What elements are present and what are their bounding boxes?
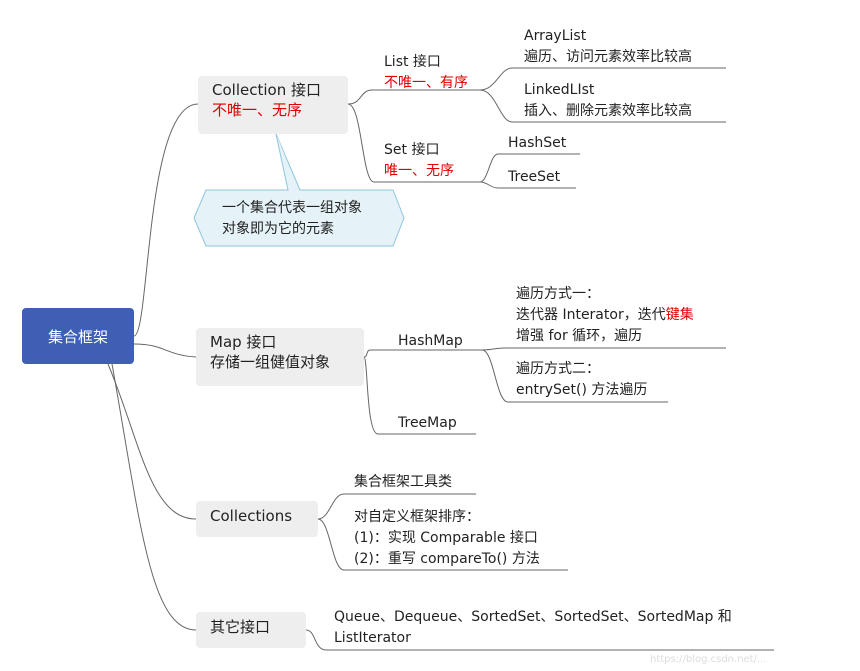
collections-node[interactable]: Collections — [196, 501, 318, 537]
collection-callout-shape — [193, 133, 405, 247]
map-node[interactable]: Map 接口 存储一组健值对象 — [196, 328, 364, 386]
way1-line-2: 迭代器 Interator，迭代键集 — [516, 305, 694, 325]
callout-line-2: 对象即为它的元素 — [222, 221, 334, 237]
treemap-title[interactable]: TreeMap — [398, 415, 457, 431]
collections-sort-2: (1)：实现 Comparable 接口 — [354, 530, 538, 546]
way2-line-2: entrySet() 方法遍历 — [516, 382, 648, 398]
map-subtitle: 存储一组健值对象 — [210, 353, 331, 371]
collection-subtitle: 不唯一、无序 — [212, 101, 303, 119]
hashset-title[interactable]: HashSet — [508, 135, 567, 151]
list-subtitle: 不唯一、有序 — [384, 75, 468, 91]
collections-tool[interactable]: 集合框架工具类 — [354, 474, 452, 490]
link-map-hashmap — [363, 349, 482, 358]
link-others-items — [305, 629, 774, 651]
link-collection-set — [347, 103, 480, 183]
link-collections-tool — [317, 493, 476, 520]
collection-title: Collection 接口 — [212, 81, 321, 99]
way1-keyset-highlight: 键集 — [665, 307, 694, 323]
others-node[interactable]: 其它接口 — [196, 612, 306, 648]
link-root-map — [133, 343, 197, 358]
arraylist-desc: 遍历、访问元素效率比较高 — [524, 49, 692, 65]
list-title[interactable]: List 接口 — [384, 54, 441, 70]
way2-heading: 遍历方式二： — [516, 361, 600, 377]
collection-node[interactable]: Collection 接口 不唯一、无序 — [198, 76, 348, 134]
root-node[interactable]: 集合框架 — [22, 308, 134, 364]
link-root-collections — [107, 363, 197, 520]
link-list-linkedlist — [479, 89, 726, 123]
linkedlist-desc: 插入、删除元素效率比较高 — [524, 103, 692, 119]
link-hashmap-way2 — [481, 349, 668, 403]
way1-line-2-text: 迭代器 Interator，迭代 — [516, 307, 666, 323]
link-set-hashset — [479, 153, 580, 183]
way1-line-3: 增强 for 循环，遍历 — [516, 328, 643, 344]
link-set-treeset — [479, 181, 576, 189]
hashmap-title[interactable]: HashMap — [398, 333, 463, 349]
way1-heading: 遍历方式一： — [516, 286, 600, 302]
link-map-treemap — [363, 356, 476, 435]
treeset-title[interactable]: TreeSet — [508, 169, 561, 185]
map-title: Map 接口 — [210, 333, 277, 351]
link-root-collection — [133, 103, 199, 337]
link-collection-list — [347, 89, 480, 105]
set-title[interactable]: Set 接口 — [384, 142, 440, 158]
linkedlist-title[interactable]: LinkedLIst — [524, 82, 595, 98]
set-subtitle: 唯一、无序 — [384, 163, 454, 179]
others-items-line-1: Queue、Dequeue、SortedSet、SortedSet、Sorted… — [334, 609, 732, 625]
collections-title: Collections — [210, 507, 293, 525]
link-list-arraylist — [479, 67, 726, 91]
others-items-line-2: ListIterator — [334, 630, 411, 646]
arraylist-title[interactable]: ArrayList — [524, 28, 587, 44]
collections-sort-1: 对自定义框架排序： — [354, 509, 480, 525]
link-root-others — [111, 363, 197, 631]
others-title: 其它接口 — [210, 618, 271, 636]
callout-line-1: 一个集合代表一组对象 — [222, 200, 362, 216]
collections-sort-3: (2)：重写 compareTo() 方法 — [354, 551, 540, 567]
link-hashmap-way1 — [481, 347, 726, 351]
root-label: 集合框架 — [47, 327, 108, 346]
link-collections-sort — [317, 518, 568, 571]
watermark: https://blog.csdn.net/... — [650, 654, 767, 665]
